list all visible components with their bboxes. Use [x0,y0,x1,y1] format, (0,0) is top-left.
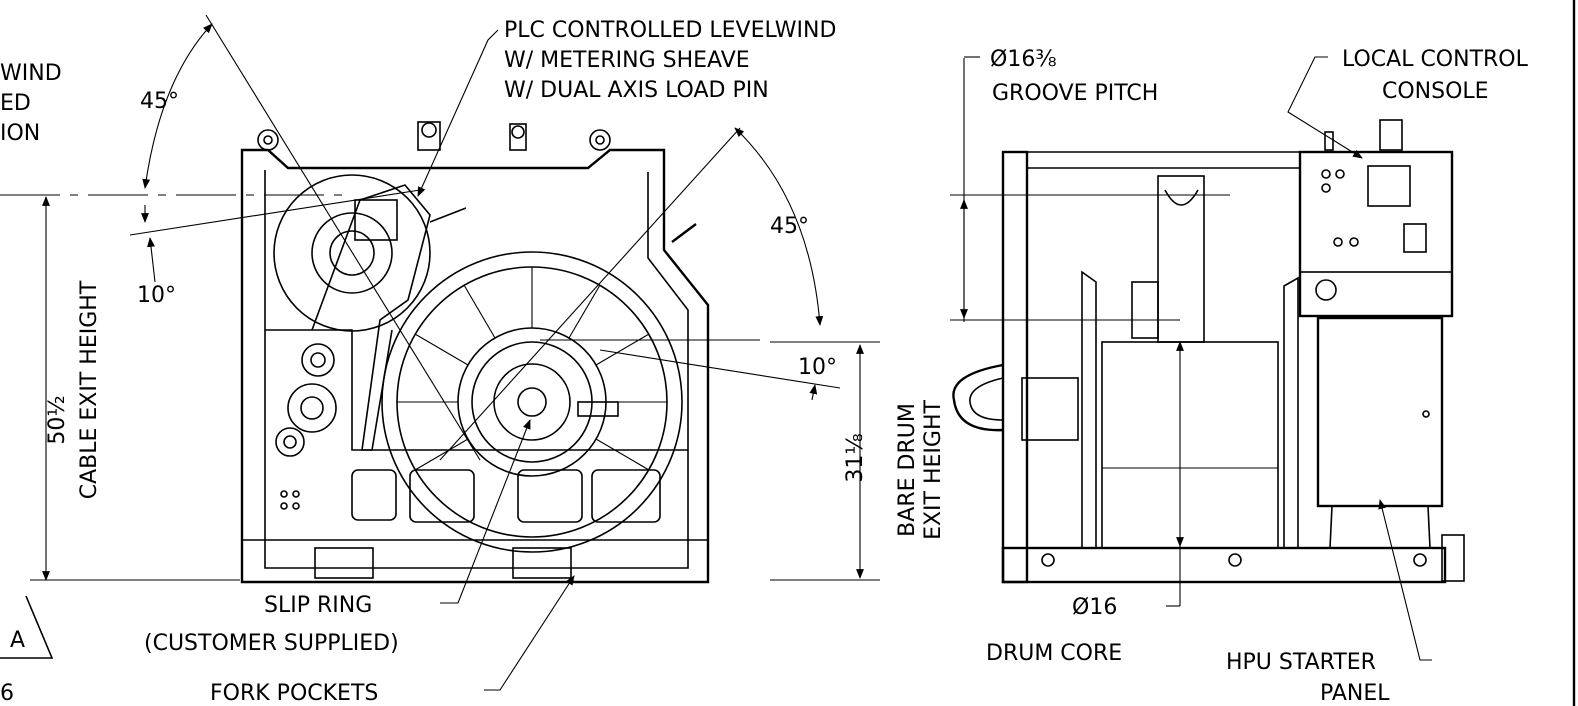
partial-label-3: ION [0,121,40,146]
levelwind-label-1: PLC CONTROLLED LEVELWIND [504,18,836,43]
end-lift-handle [952,363,1004,432]
end-frame-left-post [1001,150,1029,584]
frame-inner [264,170,689,569]
side-view-dimensions [0,14,880,691]
fork-pocket-left [314,547,374,579]
end-view-dimensions [950,56,1432,661]
console-label-1: LOCAL CONTROL [1342,47,1529,72]
hpu-label-1: HPU STARTER [1226,650,1376,675]
groove-pitch-dim: Ø16⅜ [990,47,1057,72]
frame-outline [240,148,710,584]
end-view [952,119,1465,584]
sheet-number: 6 [0,681,14,706]
drum-spokes [397,267,667,471]
levelwind-label-3: W/ DUAL AXIS LOAD PIN [504,78,769,103]
levelwind-arm [311,184,431,451]
drum-shaft [517,387,547,417]
motor-mid [287,383,337,433]
angle-45-left: 45° [140,89,179,114]
lifting-eye-left [257,129,279,151]
console-label-2: CONSOLE [1382,79,1489,104]
top-valve [417,121,441,151]
drum-core-label: DRUM CORE [986,641,1122,666]
bare-drum-label-1: BARE DRUM [895,403,920,537]
angle-10-right: 10° [798,355,837,380]
hpu-label-2: PANEL [1320,681,1390,706]
slip-ring-label-1: SLIP RING [264,593,372,618]
top-fitting [509,123,527,151]
levelwind-sheave-end [1157,175,1205,343]
frame-cutout-2 [409,469,475,523]
frame-cutout-3 [517,469,583,523]
partial-label-1: WIND [0,61,62,86]
end-drive-motor [1021,377,1079,441]
fork-pocket-right [512,547,572,579]
revision-triangle [0,595,54,659]
angle-45-right: 45° [770,214,809,239]
drum-flange-right [1283,276,1299,549]
lifting-eye-right [589,129,611,151]
partial-label-2: ED [0,91,31,116]
hpu-pump [1329,505,1431,549]
end-frame-base [1001,546,1447,584]
revision-marker: A [10,628,25,653]
bare-drum-label-2: EXIT HEIGHT [921,400,946,540]
fork-pockets-label: FORK POCKETS [210,681,378,706]
levelwind-label-2: W/ METERING SHEAVE [504,48,750,73]
frame-cutout-1 [351,469,397,521]
drum-flange-left [1081,270,1097,549]
angle-10-left: 10° [137,283,176,308]
drum-core-dim: Ø16 [1072,595,1117,620]
drum-core [1101,341,1279,549]
drum-flange [381,251,683,553]
side-view-labels: PLC CONTROLLED LEVELWIND W/ METERING SHE… [0,18,946,706]
side-view [240,121,710,584]
bare-drum-dim: 31⅛ [843,433,868,482]
motor-lower [275,427,305,457]
cable-exit-label: CABLE EXIT HEIGHT [77,280,102,499]
slip-ring-label-2: (CUSTOMER SUPPLIED) [144,631,399,656]
frame-cutout-4 [591,469,661,523]
groove-pitch-label: GROOVE PITCH [992,81,1158,106]
end-view-labels: Ø16⅜ GROOVE PITCH LOCAL CONTROL CONSOLE … [986,47,1529,706]
cable-exit-dim: 50½ [45,395,70,444]
motor-upper [301,343,335,377]
console-joystick [1403,223,1427,253]
hmi-screen [1367,165,1411,207]
